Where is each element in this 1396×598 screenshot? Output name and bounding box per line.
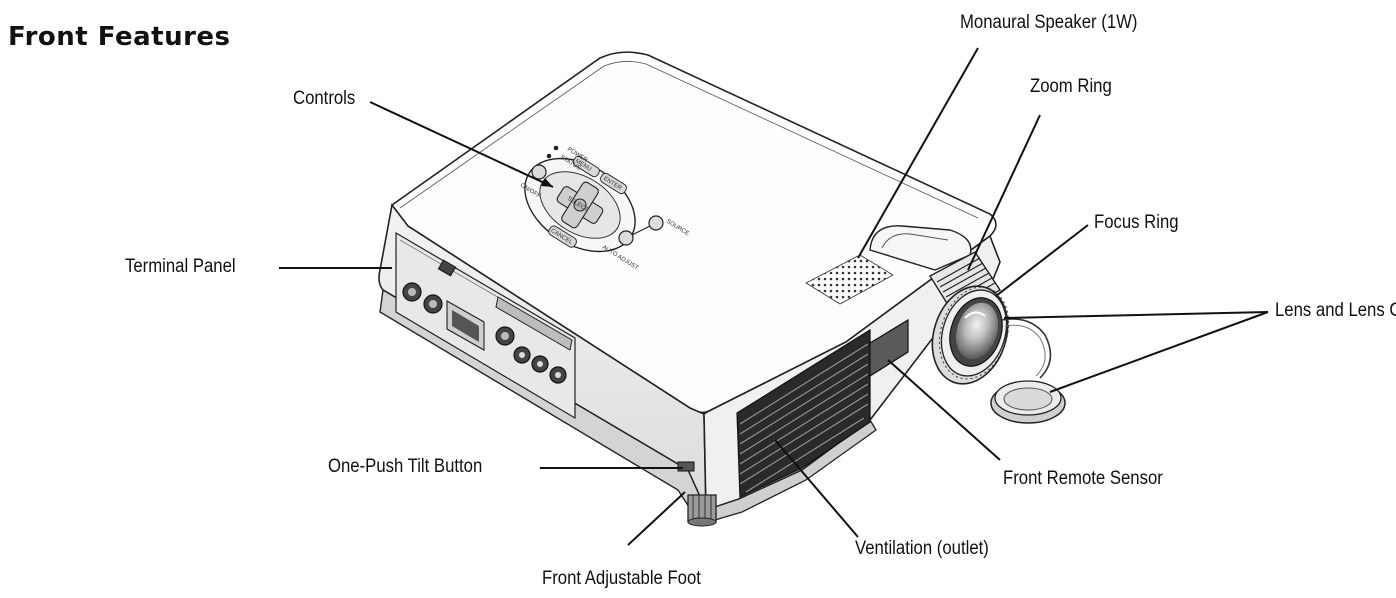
- label-controls: Controls: [293, 88, 356, 109]
- power-button: [531, 164, 547, 180]
- front-remote-sensor-window: [869, 318, 909, 378]
- label-terminal-panel: Terminal Panel: [125, 256, 236, 277]
- auto-adjust-button: [618, 230, 634, 246]
- label-front-adjustable-foot: Front Adjustable Foot: [542, 568, 701, 589]
- leader-lines: [279, 47, 1269, 546]
- speaker-grill: [805, 254, 894, 305]
- label-zoom-ring: Zoom Ring: [1030, 76, 1112, 97]
- label-focus-ring: Focus Ring: [1094, 212, 1179, 233]
- tilt-button-shape: [677, 461, 695, 472]
- page-title: Front Features: [8, 22, 231, 52]
- label-monaural-speaker: Monaural Speaker (1W): [960, 12, 1138, 33]
- control-panel: SELECT MENU ENTER CANCEL: [524, 155, 636, 253]
- lens-assembly: [931, 285, 1010, 385]
- front-adjustable-foot: [687, 494, 717, 527]
- terminal-panel-recess: [395, 231, 576, 420]
- label-front-remote-sensor: Front Remote Sensor: [1003, 468, 1163, 489]
- label-one-push-tilt-button: One-Push Tilt Button: [328, 456, 483, 477]
- lens-cap-strap: [1001, 318, 1052, 379]
- lens-cap: [990, 380, 1066, 424]
- terminal-connectors: [402, 259, 573, 384]
- source-button: [648, 215, 664, 231]
- label-lens-and-lens-cap: Lens and Lens Cap: [1275, 300, 1396, 321]
- label-ventilation-outlet: Ventilation (outlet): [855, 538, 989, 559]
